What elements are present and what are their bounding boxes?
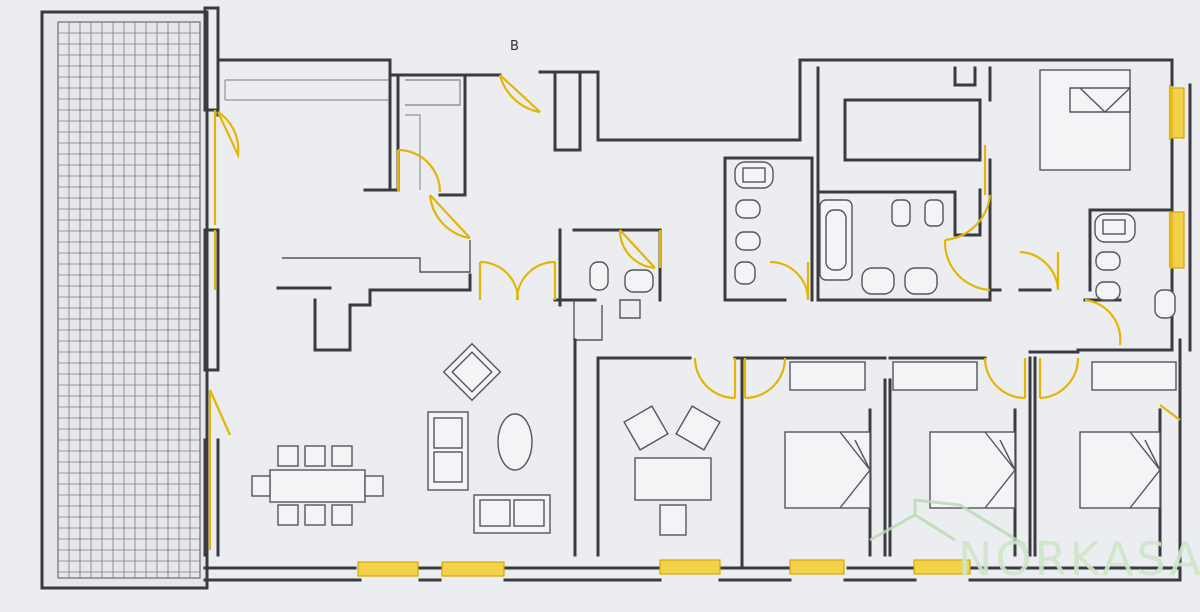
terrace-tile-grid: [58, 22, 200, 578]
watermark-text: NORKASA: [958, 532, 1200, 586]
norkasa-watermark: NORKASA: [869, 498, 1200, 586]
interior-walls: [276, 66, 1172, 567]
windows: [357, 87, 1185, 577]
entrance-marker-label: B: [510, 39, 519, 54]
furniture: [224, 69, 1177, 536]
doors: [208, 74, 1181, 550]
terrace: [40, 10, 209, 590]
exterior-walls: [203, 6, 1192, 582]
